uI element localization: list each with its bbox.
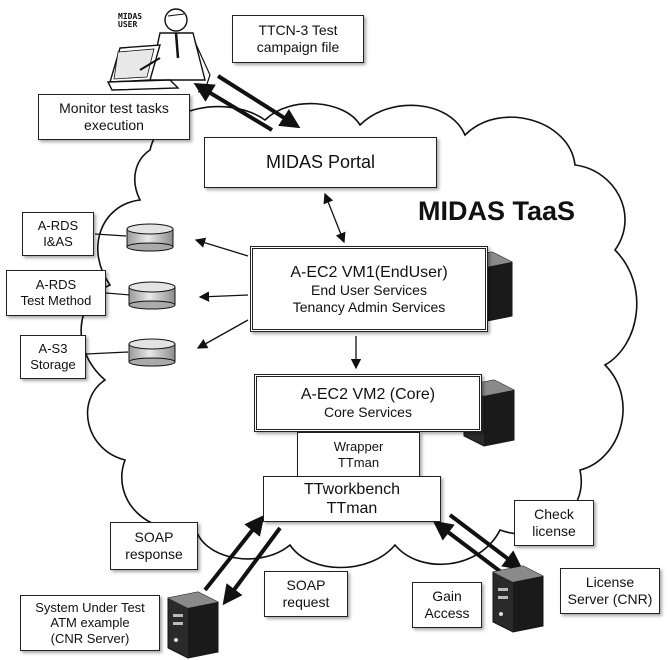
datastore-label-1: A-RDS I&AS (22, 212, 94, 256)
wrapper-box: Wrapper TTman (297, 432, 420, 478)
vm1-line2: End User Services (311, 281, 427, 298)
database-icon-1 (126, 223, 174, 252)
sut-line2: ATM example (50, 615, 130, 631)
user-label-line2: USER (118, 20, 138, 30)
gain-access-line2: Access (424, 605, 470, 621)
check-license-box: Check license (514, 500, 594, 546)
server-icon-license (492, 565, 544, 633)
datastore-1-line1: A-RDS (37, 218, 79, 234)
campaign-file-line2: campaign file (256, 39, 340, 55)
database-icon-3 (128, 338, 176, 367)
gain-access-box: Gain Access (412, 582, 482, 628)
datastore-3-line1: A-S3 (38, 341, 68, 357)
wrapper-line1: Wrapper (333, 439, 384, 455)
ttworkbench-line2: TTman (326, 500, 378, 517)
check-license-line2: license (532, 523, 576, 539)
check-license-line1: Check (534, 506, 574, 523)
gain-access-line1: Gain (432, 588, 462, 605)
soap-request-box: SOAP request (264, 571, 348, 617)
user-icon (106, 8, 211, 93)
vm2-title: A-EC2 VM2 (Core) (300, 386, 436, 403)
vm2-box: A-EC2 VM2 (Core) Core Services (254, 374, 482, 432)
datastore-3-line2: Storage (30, 357, 76, 372)
soap-request-line2: request (282, 594, 330, 610)
monitor-line2: execution (84, 117, 144, 133)
wrapper-line2: TTman (337, 455, 380, 470)
vm1-title: A-EC2 VM1(EndUser) (290, 263, 448, 281)
datastore-label-3: A-S3 Storage (20, 335, 86, 379)
monitor-line1: Monitor test tasks (59, 100, 169, 117)
user-label: MIDAS USER (118, 12, 143, 30)
sut-line1: System Under Test (35, 599, 145, 615)
server-icon-sut (167, 591, 219, 659)
sut-box: System Under Test ATM example (CNR Serve… (20, 595, 160, 651)
datastore-2-line2: Test Method (20, 293, 92, 308)
user-label-line1: MIDAS (118, 12, 143, 21)
vm1-line3: Tenancy Admin Services (292, 298, 446, 315)
license-server-line2: Server (CNR) (567, 591, 653, 607)
portal-label: MIDAS Portal (265, 151, 376, 172)
campaign-file-line1: TTCN-3 Test (258, 22, 338, 39)
database-icon-2 (128, 281, 176, 310)
campaign-file-box: TTCN-3 Test campaign file (232, 15, 364, 63)
soap-response-line2: response (125, 546, 183, 562)
vm2-line2: Core Services (324, 404, 412, 421)
cloud-title: MIDAS TaaS (418, 196, 576, 226)
datastore-label-2: A-RDS Test Method (6, 270, 106, 316)
sut-line3: (CNR Server) (50, 630, 130, 646)
vm1-box: A-EC2 VM1(EndUser) End User Services Ten… (250, 246, 488, 332)
datastore-2-line1: A-RDS (35, 277, 77, 293)
license-server-line1: License (585, 574, 635, 591)
midas-portal-box: MIDAS Portal (204, 137, 437, 188)
soap-response-line1: SOAP (134, 529, 174, 546)
datastore-1-line2: I&AS (43, 234, 73, 249)
ttworkbench-box: TTworkbench TTman (263, 476, 441, 522)
ttworkbench-line1: TTworkbench (303, 480, 401, 498)
soap-request-line1: SOAP (286, 577, 326, 594)
soap-response-box: SOAP response (110, 522, 198, 570)
monitor-box: Monitor test tasks execution (38, 94, 190, 140)
license-server-box: License Server (CNR) (560, 568, 660, 614)
